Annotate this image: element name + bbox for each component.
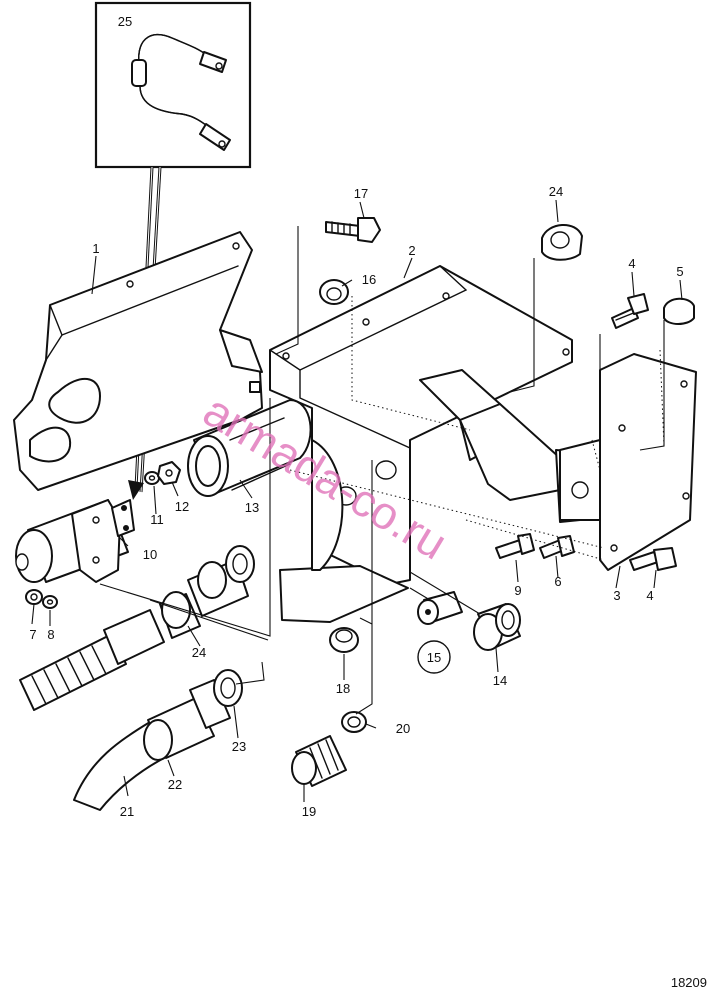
callout-14: 14 [493,673,507,688]
part-15-switch [417,591,463,625]
callout-3: 3 [613,588,620,603]
drawing-number: 18209 [671,975,707,990]
callout-7: 7 [29,627,36,642]
callout-24-top: 24 [549,184,563,199]
callout-10: 10 [143,547,157,562]
callout-4-top: 4 [628,256,635,271]
fasteners [319,217,695,571]
parts-21-22-23-hose [73,669,243,811]
callout-20: 20 [396,721,410,736]
leader-lines [31,199,683,802]
callout-9: 9 [514,583,521,598]
callout-8: 8 [47,627,54,642]
part-18-grommet [329,627,359,653]
conduit-fitting-assembly [19,545,255,711]
callout-22: 22 [168,777,182,792]
callout-13: 13 [245,500,259,515]
callout-19: 19 [302,804,316,819]
part-3-cover-plate [559,353,697,571]
part-1-bracket-plate [13,231,263,491]
callout-18: 18 [336,681,350,696]
part-10-solenoid [15,499,135,583]
parts-11-12-washer-nut [144,461,181,485]
callout-15-circle [417,640,451,674]
parts-7-8-nut-washer [25,589,58,609]
callout-23: 23 [232,739,246,754]
callout-15: 15 [427,650,441,665]
part-13-clamp [187,399,312,497]
callout-2: 2 [408,243,415,258]
callout-11: 11 [150,512,164,527]
part-14-bushing [473,603,521,651]
callout-4-bottom: 4 [646,588,653,603]
callout-labels: 25 1 17 24 2 16 4 5 13 11 12 10 9 6 3 4 … [29,14,683,819]
parts-19-20-fitting [291,711,367,787]
part-2-housing [269,265,581,623]
callout-24-bottom: 24 [192,645,206,660]
callout-6: 6 [554,574,561,589]
callout-5: 5 [676,264,683,279]
callout-16: 16 [362,272,376,287]
callout-12: 12 [175,499,189,514]
callout-21: 21 [120,804,134,819]
callout-25: 25 [118,14,132,29]
callout-17: 17 [354,186,368,201]
inset-box-cable [94,1,252,169]
callout-1: 1 [92,241,99,256]
